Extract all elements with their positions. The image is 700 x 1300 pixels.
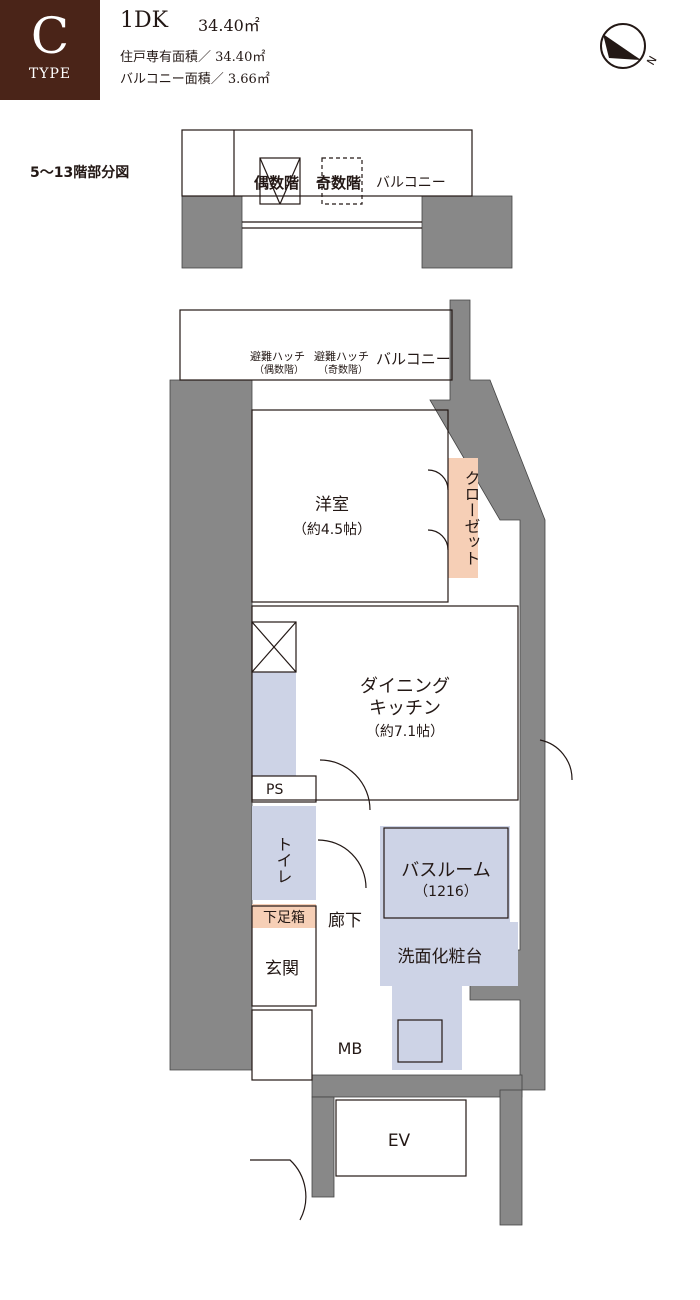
bathroom-label: バスルーム [401,860,490,881]
hatch-odd-line2: （奇数階） [318,363,368,376]
hatch-even-line1: 避難ハッチ [250,349,305,363]
compass-icon: N [600,23,660,69]
hatch-even-line2: （偶数階） [254,363,304,376]
wet-areas [252,672,518,1070]
floor-label: 5〜13階部分図 [30,165,130,181]
odd-floor-hatch-label: 奇数階 [316,174,361,192]
corridor-label: 廊下 [328,911,362,931]
western-room-label: 洋室 [315,495,349,515]
shoe-box-label: 下足箱 [263,910,305,926]
private-area: 住戸専有面積／ 34.40㎡ [120,50,266,65]
dk-label-line1: ダイニング [360,676,450,697]
storage-areas [252,458,478,928]
dk-label-line2: キッチン [369,698,441,719]
entrance-label: 玄関 [265,959,299,979]
partial-balcony-label: バルコニー [376,175,446,191]
ev-label: EV [388,1131,411,1151]
closet-label: クローゼット [462,470,481,566]
even-floor-hatch-label: 偶数階 [254,174,299,192]
partial-balcony [181,129,473,229]
balcony-area: バルコニー面積／ 3.66㎡ [120,72,270,87]
unit-area: 34.40㎡ [198,16,260,35]
washroom-label: 洗面化粧台 [398,947,483,967]
main-walls [169,299,546,1226]
type-badge: C TYPE [0,0,100,100]
bathroom-size: （1216） [414,884,478,900]
type-word: TYPE [28,66,72,82]
interior-lines [179,309,573,1221]
hatch-odd-line1: 避難ハッチ [314,349,369,363]
western-room-size: （約4.5帖） [293,522,371,538]
ps-label: PS [266,782,283,798]
balcony-label: バルコニー [376,350,451,368]
mb-label: MB [338,1039,363,1058]
partial-walls [181,195,513,269]
toilet-label: トイレ [274,836,293,884]
unit-type: 1DK [120,8,169,33]
dk-size: （約7.1帖） [366,724,444,740]
type-letter: C [30,7,70,65]
